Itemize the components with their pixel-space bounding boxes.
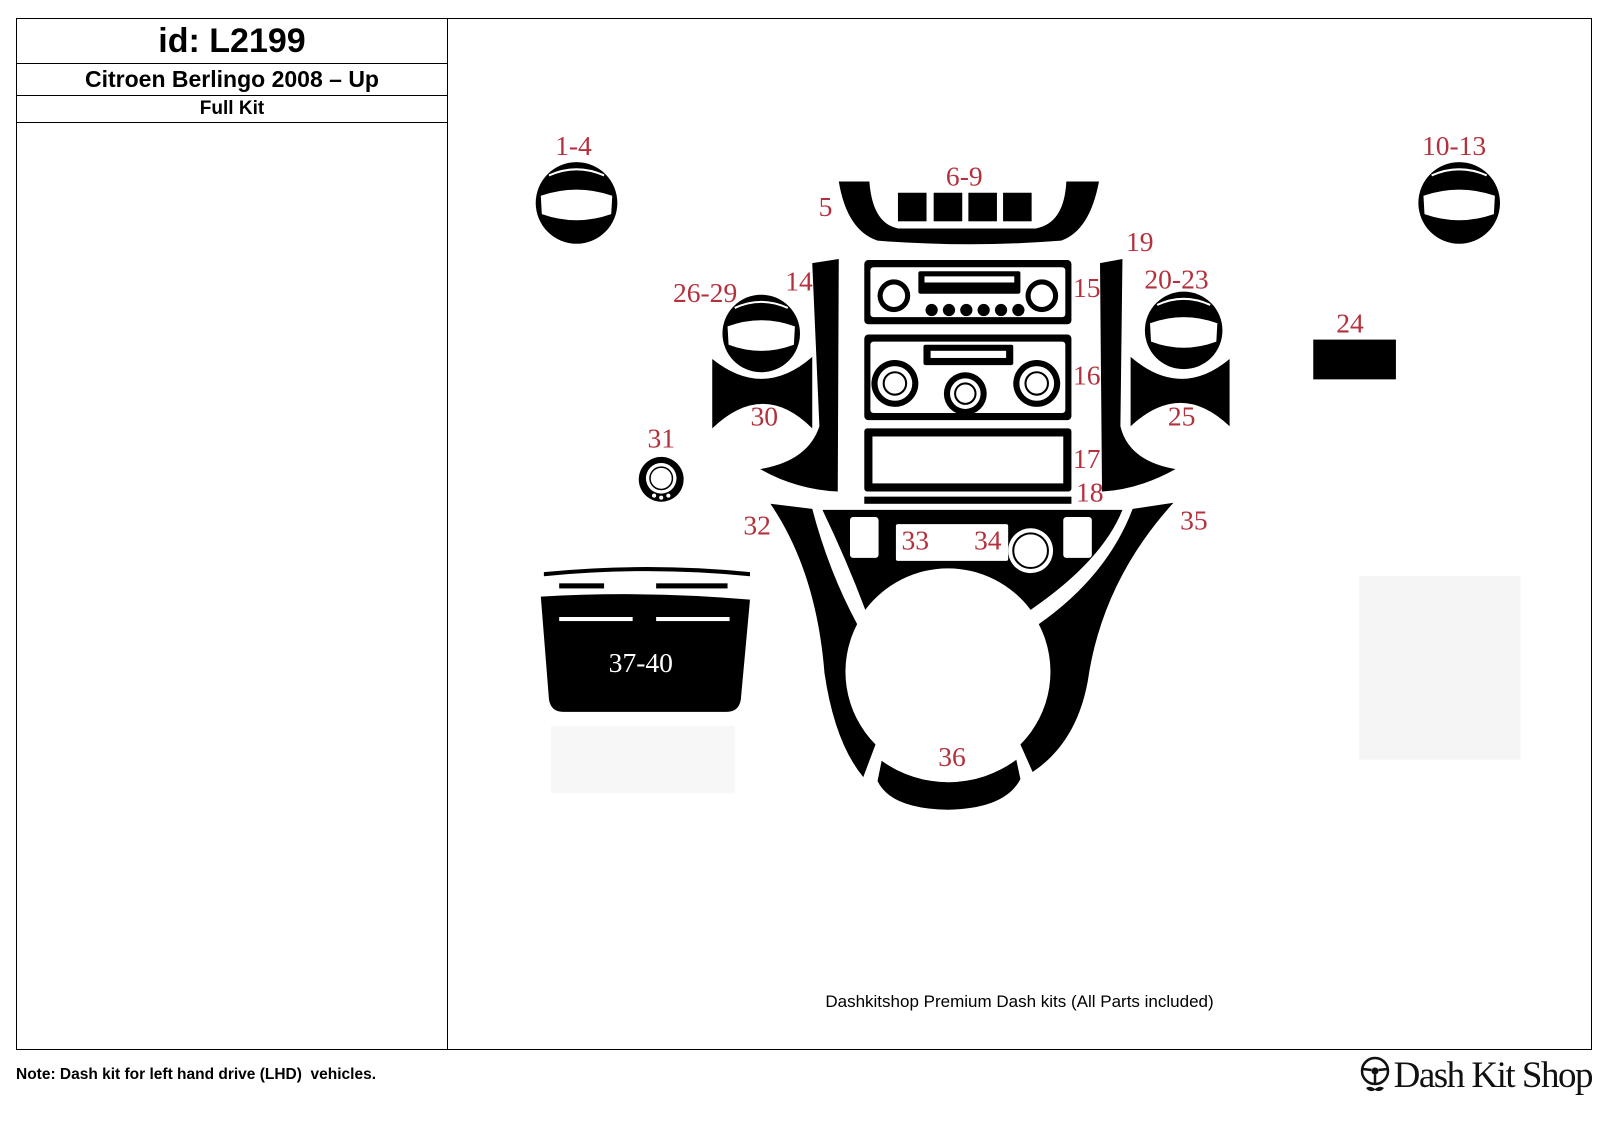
vehicle-model: Citroen Berlingo 2008 – Up — [17, 64, 447, 96]
brand-logo: Dash Kit Shop — [1358, 1052, 1594, 1098]
sheet-frame: id: L2199 Citroen Berlingo 2008 – Up Ful… — [16, 18, 1592, 1050]
brand-name: Dash Kit Shop — [1393, 1054, 1594, 1096]
info-column: id: L2199 Citroen Berlingo 2008 – Up Ful… — [17, 19, 448, 1049]
kit-type: Full Kit — [17, 96, 447, 123]
steering-wheel-icon — [1360, 1056, 1389, 1092]
kit-id: id: L2199 — [17, 19, 447, 64]
lhd-note: Note: Dash kit for left hand drive (LHD)… — [16, 1066, 377, 1083]
diagram-caption: Dashkitshop Premium Dash kits (All Parts… — [825, 992, 1214, 1011]
